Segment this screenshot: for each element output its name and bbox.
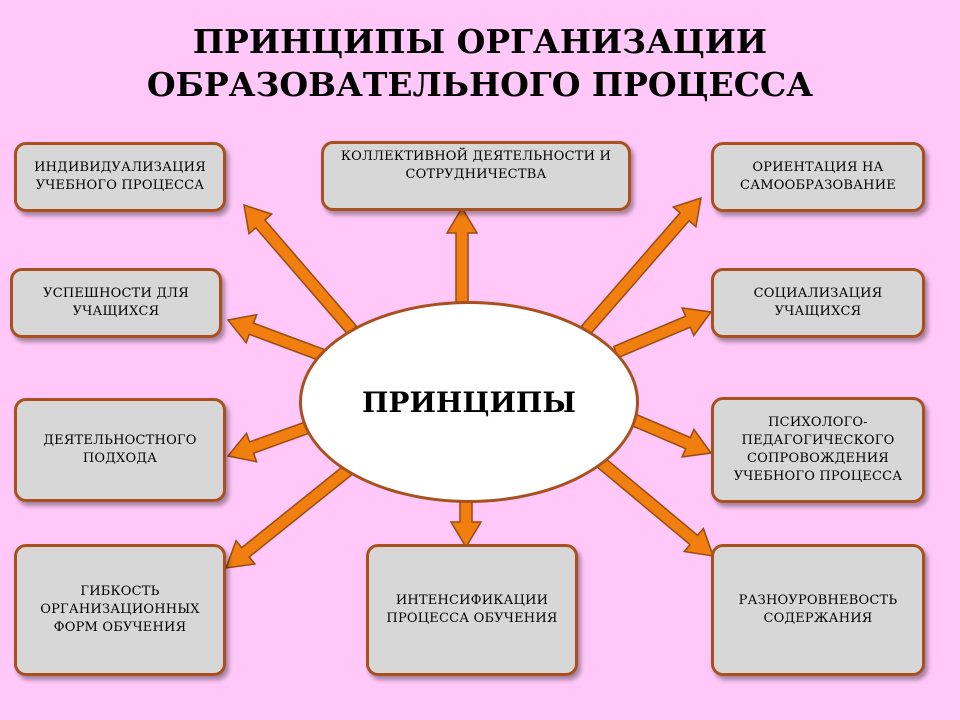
principle-box-self-education: ОРИЕНТАЦИЯ НА САМООБРАЗОВАНИЕ bbox=[711, 142, 925, 212]
arrow-to-intensification bbox=[449, 499, 483, 549]
diagram-title: ПРИНЦИПЫ ОРГАНИЗАЦИИ ОБРАЗОВАТЕЛЬНОГО ПР… bbox=[0, 20, 960, 106]
arrow-to-socialization bbox=[612, 306, 713, 359]
center-label: ПРИНЦИПЫ bbox=[361, 385, 576, 419]
principle-label: ОРИЕНТАЦИЯ НА САМООБРАЗОВАНИЕ bbox=[740, 160, 896, 193]
arrow-to-individualization bbox=[243, 203, 358, 335]
principle-label: ГИБКОСТЬ ОРГАНИЗАЦИОННЫХ ФОРМ ОБУЧЕНИЯ bbox=[40, 584, 200, 635]
title-line-2: ОБРАЗОВАТЕЛЬНОГО ПРОЦЕССА bbox=[146, 65, 814, 104]
principle-label: ИНТЕНСИФИКАЦИИ ПРОЦЕССА ОБУЧЕНИЯ bbox=[386, 593, 558, 626]
principle-box-socialization: СОЦИАЛИЗАЦИЯ УЧАЩИХСЯ bbox=[711, 268, 925, 338]
principle-box-intensification: ИНТЕНСИФИКАЦИИ ПРОЦЕССА ОБУЧЕНИЯ bbox=[366, 544, 578, 676]
principle-box-multilevel: РАЗНОУРОВНЕВОСТЬ СОДЕРЖАНИЯ bbox=[711, 544, 925, 676]
arrow-to-support bbox=[630, 413, 713, 458]
arrow-to-self-education bbox=[580, 196, 702, 335]
principle-box-activity: ДЕЯТЕЛЬНОСТНОГО ПОДХОДА bbox=[14, 398, 226, 502]
principle-label: ИНДИВИДУАЛИЗАЦИЯ УЧЕБНОГО ПРОЦЕССА bbox=[34, 160, 206, 193]
arrow-to-collective bbox=[445, 206, 479, 303]
principle-box-flexibility: ГИБКОСТЬ ОРГАНИЗАЦИОННЫХ ФОРМ ОБУЧЕНИЯ bbox=[14, 544, 226, 676]
arrow-to-multilevel bbox=[593, 454, 715, 557]
principle-box-collective: КОЛЛЕКТИВНОЙ ДЕЯТЕЛЬНОСТИ И СОТРУДНИЧЕСТ… bbox=[321, 141, 631, 211]
arrow-to-flexibility bbox=[224, 464, 353, 569]
center-ellipse: ПРИНЦИПЫ bbox=[299, 301, 639, 503]
principle-box-success: УСПЕШНОСТИ ДЛЯ УЧАЩИХСЯ bbox=[10, 268, 222, 338]
arrow-to-success bbox=[226, 313, 326, 362]
principle-label: РАЗНОУРОВНЕВОСТЬ СОДЕРЖАНИЯ bbox=[738, 593, 898, 626]
principle-label: ПСИХОЛОГО-ПЕДАГОГИЧЕСКОГО СОПРОВОЖДЕНИЯ … bbox=[733, 415, 903, 484]
principle-box-support: ПСИХОЛОГО-ПЕДАГОГИЧЕСКОГО СОПРОВОЖДЕНИЯ … bbox=[711, 397, 925, 503]
principle-label: СОЦИАЛИЗАЦИЯ УЧАЩИХСЯ bbox=[753, 286, 883, 319]
principle-box-individualization: ИНДИВИДУАЛИЗАЦИЯ УЧЕБНОГО ПРОЦЕССА bbox=[14, 142, 226, 212]
principle-label: УСПЕШНОСТИ ДЛЯ УЧАЩИХСЯ bbox=[43, 286, 189, 319]
principle-label: КОЛЛЕКТИВНОЙ ДЕЯТЕЛЬНОСТИ И СОТРУДНИЧЕСТ… bbox=[340, 149, 612, 182]
title-line-1: ПРИНЦИПЫ ОРГАНИЗАЦИИ bbox=[192, 22, 768, 61]
arrow-to-activity bbox=[226, 421, 309, 463]
principle-label: ДЕЯТЕЛЬНОСТНОГО ПОДХОДА bbox=[43, 433, 197, 466]
